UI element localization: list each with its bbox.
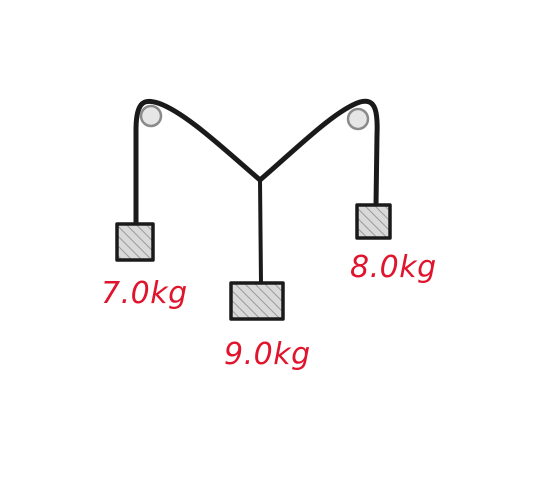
- mass-label-left: 7.0kg: [101, 276, 188, 311]
- rope-middle: [258, 178, 263, 285]
- mass-middle: [229, 281, 285, 321]
- mass-label-right: 8.0kg: [350, 250, 437, 285]
- rope-right: [257, 98, 380, 208]
- pulley-right: [346, 107, 370, 131]
- mass-label-middle: 9.0kg: [224, 337, 311, 372]
- rope-left: [133, 98, 263, 227]
- pulley-left: [139, 104, 163, 128]
- mass-left: [115, 222, 155, 262]
- mass-right: [355, 203, 392, 240]
